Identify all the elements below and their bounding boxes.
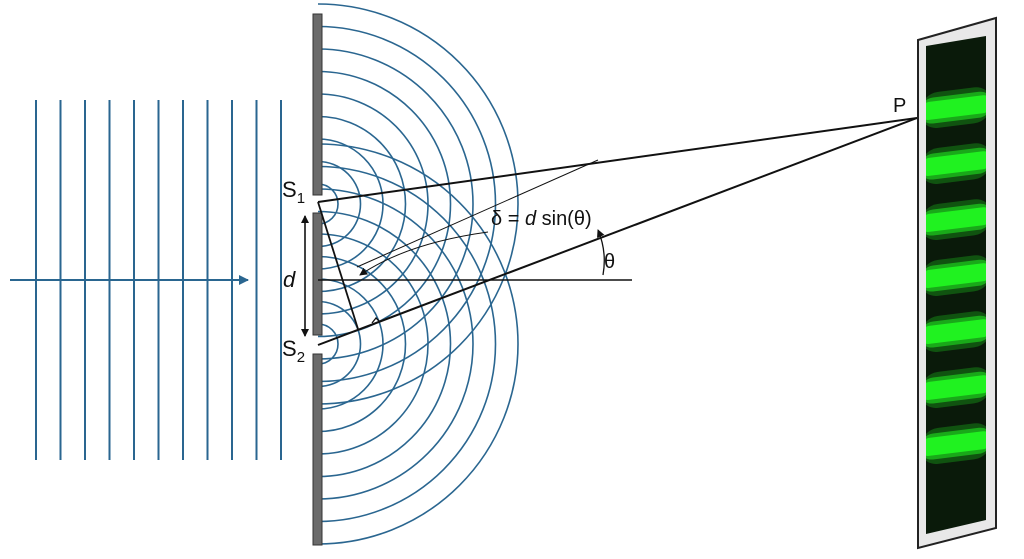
label-point-p: P xyxy=(893,95,906,117)
ray-s1-to-p xyxy=(317,117,918,203)
barrier-middle xyxy=(312,212,323,336)
label-slit-1: S1 xyxy=(282,177,305,207)
circular-wavefront xyxy=(317,160,362,248)
circular-wavefront xyxy=(317,323,339,365)
path-geometry xyxy=(301,117,918,346)
circular-wavefront xyxy=(317,48,474,360)
bright-fringe xyxy=(926,319,986,345)
circular-wavefront xyxy=(317,210,452,478)
bright-fringe xyxy=(926,431,986,457)
label-path-difference: δ = d sin(θ) xyxy=(491,208,592,230)
label-slit-2: S2 xyxy=(282,336,305,366)
bright-fringe xyxy=(926,151,986,177)
label-slit-separation: d xyxy=(283,267,296,292)
circular-wavefront xyxy=(317,188,474,500)
label-angle-theta: θ xyxy=(604,251,615,273)
barrier-top xyxy=(312,13,323,196)
right-angle-marker xyxy=(371,317,381,324)
bright-fringe xyxy=(926,207,986,233)
circular-wavefront xyxy=(317,115,407,293)
circular-wavefront xyxy=(317,3,519,405)
viewing-screen xyxy=(917,16,997,550)
delta-pointer-upper xyxy=(356,159,599,268)
perpendicular-foot-line xyxy=(317,201,359,330)
circular-wavefront xyxy=(317,183,339,225)
bright-fringe xyxy=(926,263,986,289)
barrier-bottom xyxy=(312,353,323,546)
bright-fringe xyxy=(926,375,986,401)
circular-wavefront xyxy=(317,278,384,410)
circular-wavefront xyxy=(317,300,362,388)
bright-fringe xyxy=(926,95,986,121)
delta-pointer-arrow xyxy=(359,231,489,276)
interference-fringes xyxy=(926,87,986,464)
slit-barrier xyxy=(312,13,323,546)
circular-wavefront xyxy=(317,233,429,455)
circular-wavefront xyxy=(317,165,497,523)
theta-angle-arc xyxy=(597,229,605,276)
circular-wavefront xyxy=(317,255,407,433)
circular-wavefront xyxy=(317,25,497,383)
circular-wavefront xyxy=(317,143,519,545)
diffracted-circular-wavefronts xyxy=(317,3,519,545)
ray-s2-to-p xyxy=(317,117,918,346)
